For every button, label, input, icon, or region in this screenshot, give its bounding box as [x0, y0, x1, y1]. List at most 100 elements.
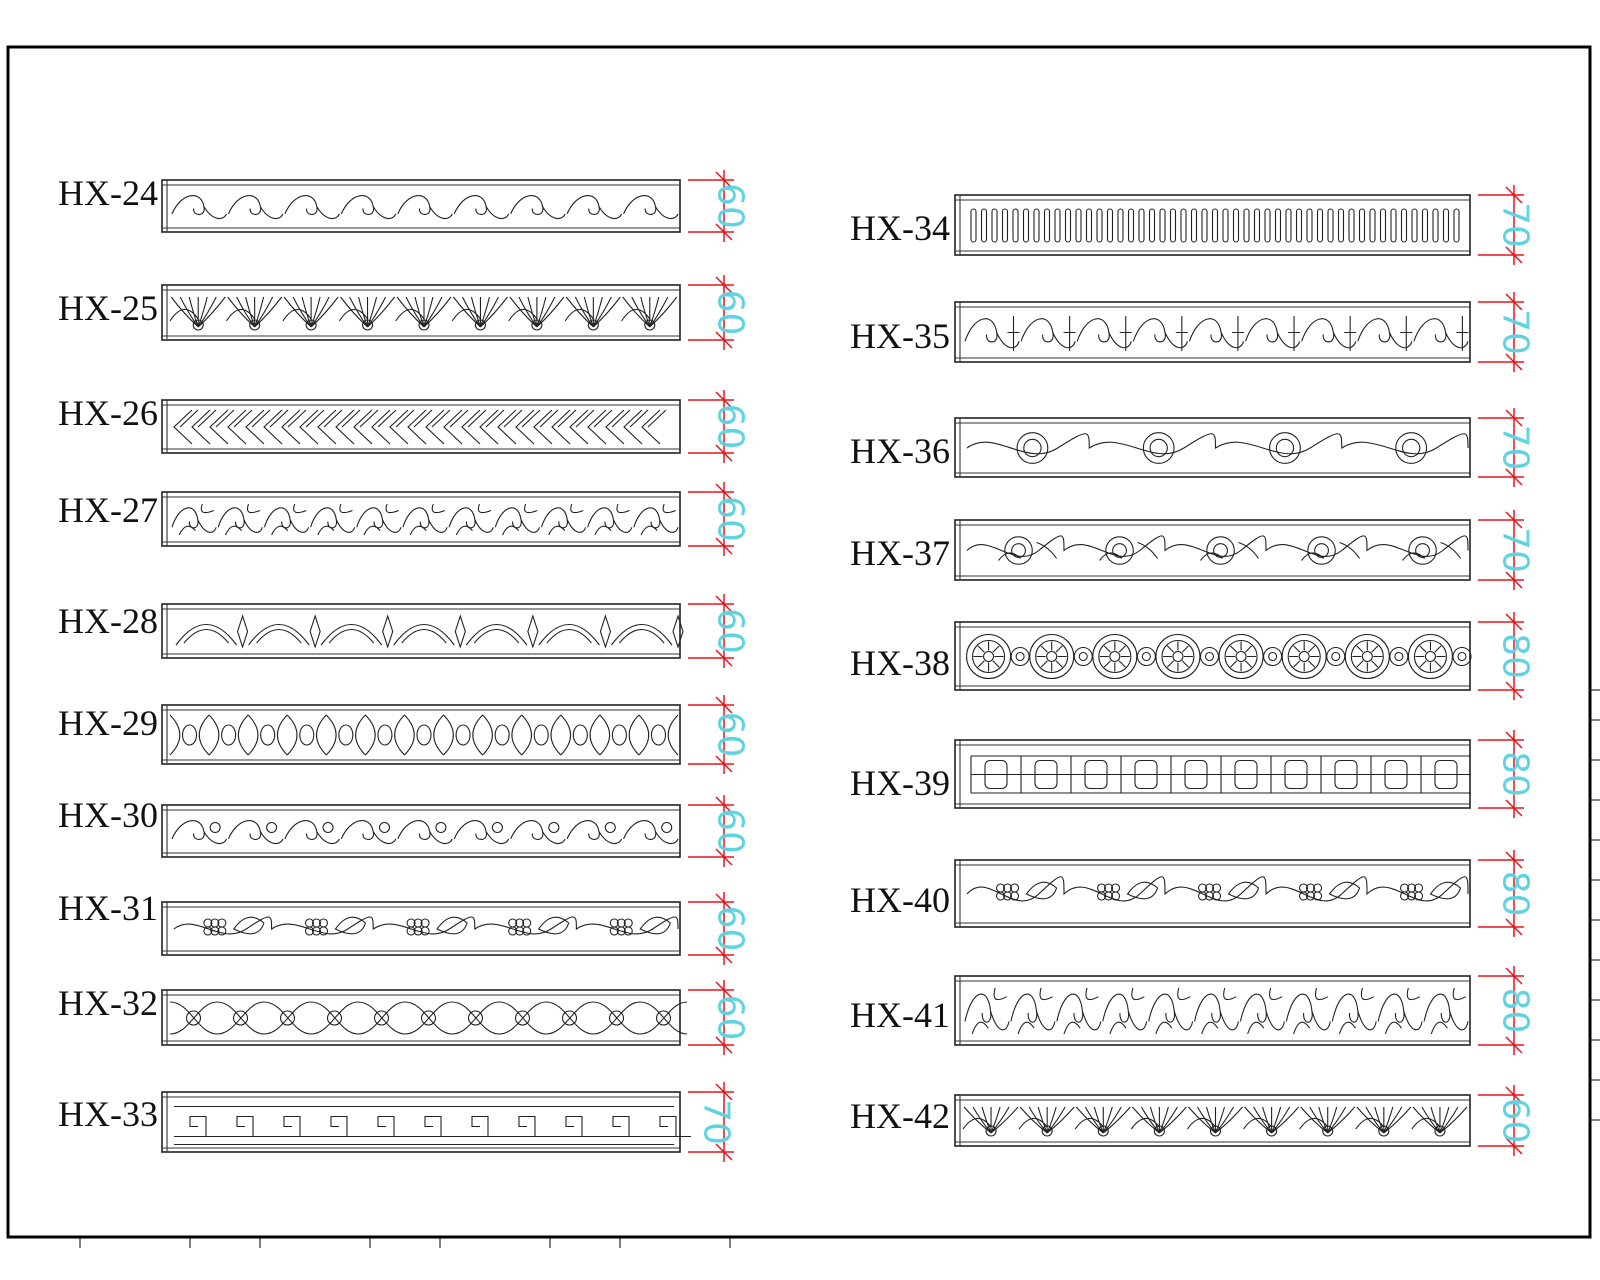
- dimension-value: 60: [710, 808, 751, 854]
- flute: [991, 208, 998, 243]
- rosette-petals: [973, 641, 1004, 672]
- rose-bloom: [1307, 536, 1336, 565]
- molding-ornament: [171, 820, 679, 845]
- oval-bead: [377, 724, 393, 746]
- flute: [1243, 208, 1250, 243]
- molding-label: HX-31: [58, 888, 158, 928]
- guilloche-eye: [326, 1010, 343, 1026]
- rosette-outer: [1344, 633, 1390, 680]
- dimension-value: 60: [710, 496, 751, 542]
- rosette-center: [1235, 650, 1247, 663]
- rosette-inner: [1224, 639, 1258, 674]
- rosette-spacer-center: [1141, 651, 1151, 662]
- guilloche-eye: [608, 1010, 625, 1026]
- scroll-ornament: [171, 195, 679, 220]
- rose-bloom: [1206, 536, 1235, 565]
- grape: [609, 926, 619, 936]
- dimension-value: 70: [1495, 309, 1536, 355]
- flute: [1022, 208, 1030, 243]
- lattice-grid: [970, 755, 1471, 794]
- flute: [1274, 208, 1282, 243]
- rose-leaves: [1402, 541, 1462, 561]
- flute: [970, 208, 977, 243]
- floret: [209, 821, 221, 834]
- oval-bead: [338, 724, 354, 746]
- molding-ornament: [964, 316, 1469, 351]
- molding-ornament: [173, 916, 679, 936]
- molding-label: HX-24: [58, 173, 158, 213]
- dimension-value: 80: [1495, 871, 1536, 917]
- flute: [1253, 208, 1261, 243]
- flute: [1190, 208, 1198, 243]
- molding-label: HX-35: [850, 316, 950, 356]
- molding-ornament: [171, 503, 679, 536]
- grape: [623, 926, 633, 936]
- grape: [1299, 891, 1309, 901]
- molding-profile: [161, 603, 681, 659]
- vine-rosette: [1395, 432, 1428, 464]
- greek-key-rail: [174, 1105, 674, 1146]
- molding-ornament: [173, 409, 667, 445]
- vine-stem: [966, 433, 1469, 455]
- dimension-line: [688, 482, 734, 556]
- dimension-value: 80: [1495, 751, 1536, 797]
- dimension-value: 70: [1495, 425, 1536, 471]
- rosette-center: [1172, 650, 1184, 663]
- flute: [1064, 208, 1072, 243]
- vine-rosette-core: [1149, 438, 1168, 458]
- molding-label: HX-30: [58, 795, 158, 835]
- rosette-outer: [1407, 633, 1453, 680]
- grape-leaf: [436, 916, 468, 935]
- grape: [1104, 891, 1114, 901]
- dimension-value: 60: [710, 608, 751, 654]
- molding-ornament: [169, 714, 679, 756]
- rosette-outer: [1281, 633, 1327, 680]
- dimension-value: 60: [710, 906, 751, 952]
- flute: [1316, 208, 1324, 243]
- height-dimension: 80: [1478, 966, 1536, 1055]
- rosette-inner: [1350, 639, 1384, 674]
- height-dimension: 70: [1478, 408, 1536, 487]
- molding-label: HX-33: [58, 1094, 158, 1134]
- rosette-spacer-center: [1015, 651, 1025, 662]
- grape: [413, 926, 423, 936]
- vine-rosette-core: [1275, 438, 1295, 458]
- oval-bead: [611, 724, 627, 746]
- flute: [1117, 208, 1124, 243]
- rosette-petals: [1352, 641, 1383, 672]
- rosette-center: [1361, 650, 1373, 663]
- flute: [1264, 208, 1271, 243]
- grape: [1414, 891, 1424, 901]
- floret: [266, 821, 278, 834]
- title-block-ticks: [79, 1237, 731, 1248]
- flute: [1001, 208, 1009, 243]
- margin-ticks: [1590, 689, 1600, 1121]
- flute: [1379, 208, 1387, 243]
- height-dimension: 60: [688, 275, 751, 350]
- rosette-center: [1298, 650, 1310, 663]
- vine-rosette: [1016, 432, 1049, 464]
- height-dimension: 60: [688, 795, 751, 867]
- braid-chevrons: [173, 409, 667, 445]
- dimension-value: 70: [1495, 527, 1536, 573]
- dimension-value: 60: [710, 712, 751, 758]
- dimension-value: 60: [710, 404, 751, 450]
- flute: [1421, 208, 1429, 243]
- dimension-value: 80: [1495, 988, 1536, 1034]
- dimension-line: [688, 1082, 734, 1162]
- molding-ornament: [169, 296, 678, 331]
- grape: [1198, 891, 1208, 901]
- molding-label: HX-42: [850, 1096, 950, 1136]
- rosette-center: [1046, 650, 1058, 663]
- molding-ornament: [966, 535, 1469, 565]
- molding-label: HX-37: [850, 533, 950, 573]
- rosette-spacer: [1199, 646, 1220, 667]
- floret: [491, 821, 503, 834]
